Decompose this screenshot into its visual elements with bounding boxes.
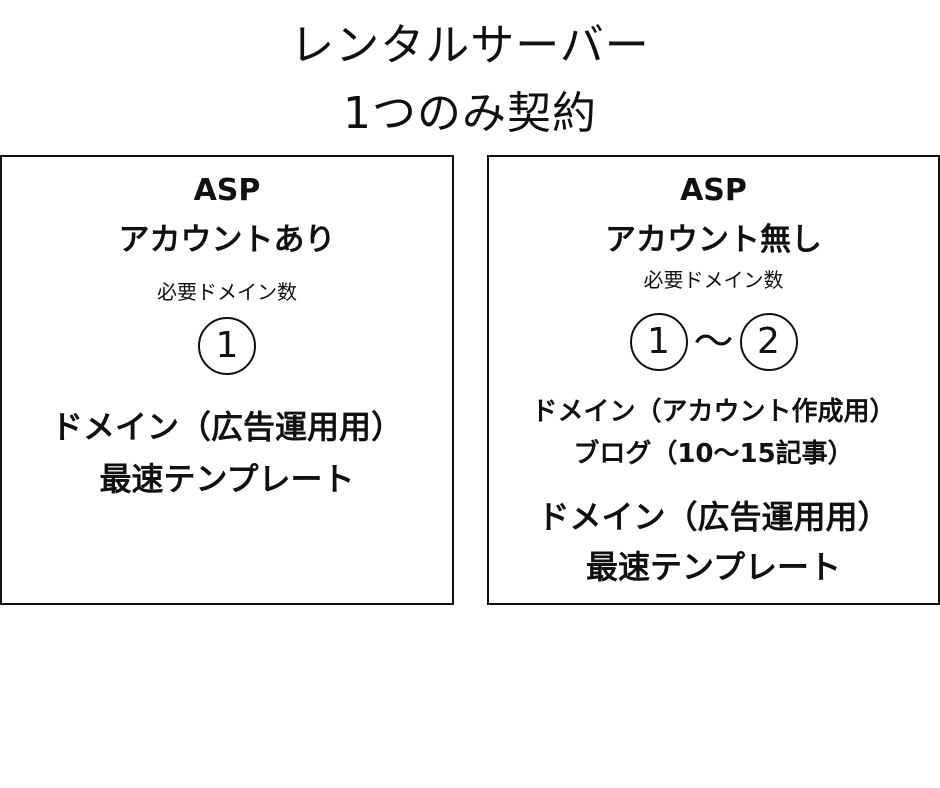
domain-count-range: 1 〜 2: [489, 313, 938, 371]
asp-label: ASP: [193, 173, 261, 208]
asp-label: ASP: [680, 173, 747, 208]
item-blog: ブログ（10〜15記事）: [573, 439, 854, 469]
item-domain-account: ドメイン（アカウント作成用）: [531, 397, 896, 427]
domain-count-from-circled-number: 1: [629, 313, 688, 371]
item-fast-template: 最速テンプレート: [99, 460, 355, 498]
range-separator: 〜: [693, 319, 734, 365]
domain-count-label: 必要ドメイン数: [157, 280, 297, 304]
box-with-asp-account: ASP アカウントあり 必要ドメイン数 1 ドメイン（広告運用用） 最速テンプレ…: [0, 155, 454, 605]
title-line-1: レンタルサーバー: [290, 20, 650, 71]
domain-count-label: 必要ドメイン数: [643, 268, 784, 292]
item-domain-ad: ドメイン（広告運用用）: [50, 408, 403, 446]
domain-count-circled-number: 1: [198, 317, 256, 375]
domain-count-row: 1: [2, 317, 452, 375]
account-status: アカウント無し: [605, 222, 822, 258]
item-domain-ad: ドメイン（広告運用用）: [537, 498, 890, 536]
box-without-asp-account: ASP アカウント無し 必要ドメイン数 1 〜 2 ドメイン（アカウント作成用）…: [487, 155, 940, 605]
item-fast-template: 最速テンプレート: [585, 548, 842, 586]
title-line-2: 1つのみ契約: [343, 88, 597, 139]
domain-count-to-circled-number: 2: [739, 313, 798, 371]
account-status: アカウントあり: [118, 222, 336, 258]
